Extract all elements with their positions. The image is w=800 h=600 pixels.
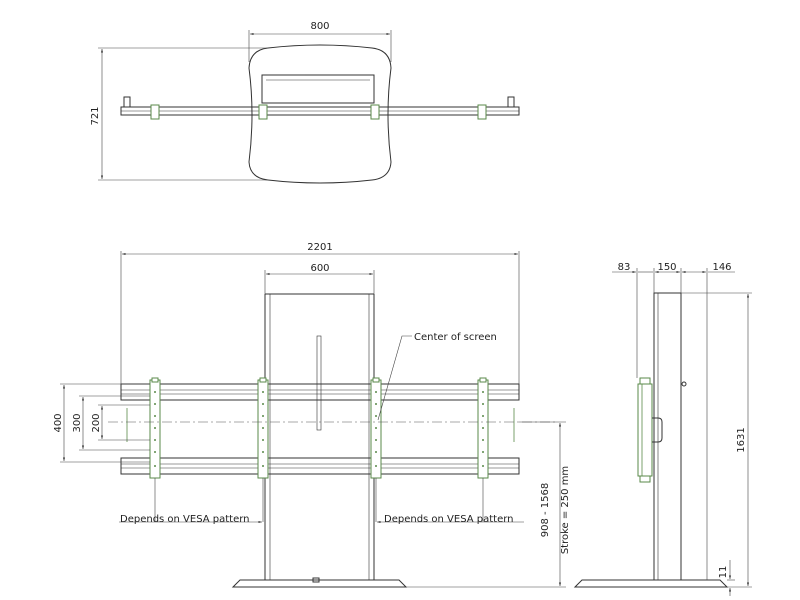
top-view-bracket xyxy=(150,104,160,120)
side-offset-dimension: 83 xyxy=(618,262,631,273)
top-view-right-end-cap xyxy=(507,96,515,108)
front-base-foot xyxy=(231,579,408,588)
top-view-bracket xyxy=(258,104,268,120)
stroke-note: Stroke = 250 mm xyxy=(560,466,571,554)
vesa-note-left: Depends on VESA pattern xyxy=(120,514,250,525)
vesa-note-right: Depends on VESA pattern xyxy=(384,514,514,525)
top-view-left-end-cap xyxy=(123,96,131,108)
center-of-screen-callout: Center of screen xyxy=(414,332,497,343)
vesa-outer-dimension: 400 xyxy=(53,413,64,432)
vesa-middle-dimension: 300 xyxy=(72,413,83,432)
side-column-depth-dimension: 150 xyxy=(657,262,676,273)
side-mount-plate xyxy=(637,383,653,477)
vesa-inner-dimension: 200 xyxy=(91,413,102,432)
top-view: 800 721 xyxy=(90,21,520,184)
side-view: 83 150 146 1631 11 xyxy=(573,262,752,596)
top-view-bracket xyxy=(477,104,487,120)
front-lower-rail xyxy=(120,457,520,475)
front-column-width-dimension: 600 xyxy=(310,263,329,274)
front-upper-rail xyxy=(120,383,520,401)
top-view-bracket xyxy=(370,104,380,120)
top-view-column-head xyxy=(261,74,375,104)
top-depth-dimension: 721 xyxy=(90,106,101,125)
top-view-base-plate xyxy=(248,44,392,184)
side-base-thickness-dimension: 11 xyxy=(718,566,729,579)
side-height-dimension: 1631 xyxy=(736,427,747,452)
side-handle xyxy=(652,417,663,443)
height-range-dimension: 908 - 1568 xyxy=(540,483,551,538)
side-rear-dimension: 146 xyxy=(712,262,731,273)
front-overall-width-dimension: 2201 xyxy=(307,242,332,253)
side-base xyxy=(573,579,729,588)
front-view: 2201 600 400 300 200 Center of screen 90… xyxy=(53,242,571,588)
top-width-dimension: 800 xyxy=(310,21,329,32)
